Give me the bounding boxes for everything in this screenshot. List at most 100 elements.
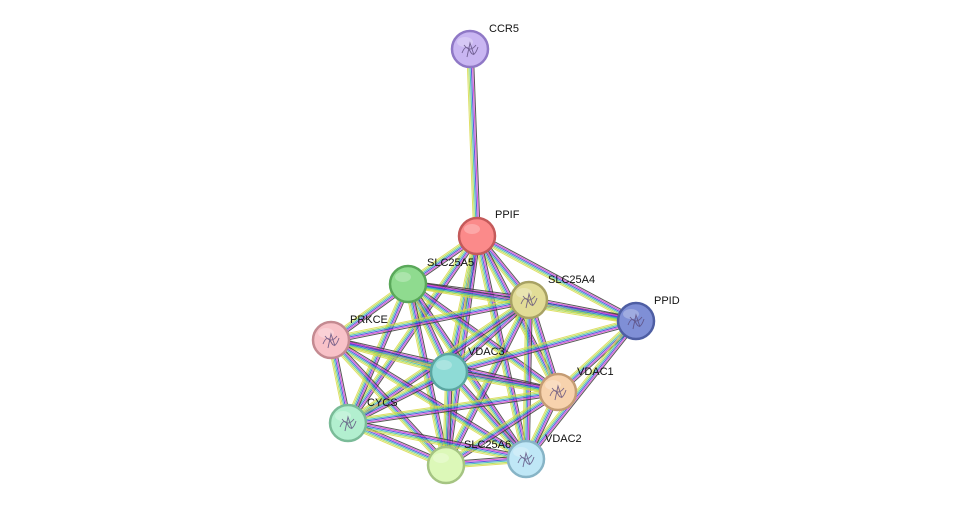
edge-evidence-line (466, 49, 475, 237)
edge-evidence-line (528, 322, 639, 462)
node-label: SLC25A5 (427, 257, 474, 269)
edge-evidence-line (477, 234, 637, 321)
edge-vdac3-vdac2[interactable] (446, 369, 529, 462)
node-highlight (457, 37, 473, 47)
edge-evidence-line (525, 320, 636, 459)
node-vdac3[interactable]: VDAC3 (429, 346, 505, 392)
edge-evidence-line (348, 394, 559, 427)
edge-evidence-line (450, 370, 528, 459)
node-slc25a4[interactable]: SLC25A4 (509, 274, 595, 320)
edge-evidence-line (524, 299, 529, 459)
edge-evidence-line (447, 300, 532, 467)
edge-evidence-line (347, 390, 558, 423)
edge-vdac1-slc25a6[interactable] (443, 388, 561, 469)
protein-structure-icon (627, 313, 645, 330)
edge-evidence-line (446, 236, 479, 466)
edge-evidence-line (348, 420, 527, 458)
edge-evidence-line (448, 372, 526, 460)
edge-evidence-line (444, 389, 558, 464)
edge-vdac1-cycs[interactable] (347, 388, 559, 427)
edge-evidence-line (447, 236, 480, 466)
edge-evidence-line (448, 317, 636, 370)
node-circle[interactable] (388, 264, 428, 304)
edge-ppid-vdac3[interactable] (448, 317, 637, 376)
node-label: PPID (654, 295, 680, 307)
edge-slc25a4-vdac2[interactable] (522, 299, 533, 460)
node-label: CCR5 (489, 23, 519, 35)
edge-evidence-line (475, 238, 635, 325)
node-prkce[interactable]: PRKCE (311, 314, 388, 360)
edge-evidence-line (477, 233, 638, 320)
edge-prkce-vdac2[interactable] (329, 336, 528, 463)
node-circle[interactable] (429, 352, 469, 392)
edge-evidence-line (527, 321, 638, 461)
edge-evidence-line (347, 388, 558, 421)
node-highlight (395, 272, 411, 282)
edge-evidence-line (446, 393, 560, 468)
node-slc25a6[interactable]: SLC25A6 (426, 439, 511, 485)
edge-ppif-ppid[interactable] (475, 232, 638, 325)
node-cycs[interactable]: CYCS (328, 397, 398, 443)
edge-evidence-line (347, 389, 558, 422)
edge-evidence-line (447, 372, 525, 461)
node-label: VDAC3 (468, 346, 505, 358)
edge-evidence-line (347, 425, 526, 463)
edge-evidence-line (408, 283, 559, 392)
edge-evidence-line (475, 237, 636, 324)
edge-evidence-line (330, 296, 529, 338)
edge-ccr5-ppif[interactable] (466, 48, 481, 237)
edge-evidence-line (472, 48, 481, 236)
node-highlight (623, 309, 639, 319)
edge-evidence-line (348, 393, 559, 426)
edge-evidence-line (449, 321, 637, 374)
edge-evidence-line (348, 392, 559, 425)
edge-evidence-line (446, 392, 559, 466)
edge-evidence-line (347, 235, 477, 423)
edge-evidence-line (330, 340, 526, 460)
node-highlight (335, 411, 351, 421)
node-ppif[interactable]: PPIF (457, 209, 520, 256)
node-circle[interactable] (426, 445, 466, 485)
edge-evidence-line (330, 298, 529, 340)
edge-evidence-line (468, 49, 477, 237)
edge-slc25a4-prkce[interactable] (330, 296, 530, 344)
edge-evidence-line (347, 424, 526, 462)
edge-evidence-line (408, 283, 448, 465)
node-label: VDAC1 (577, 366, 614, 378)
edge-evidence-line (445, 391, 558, 465)
edge-evidence-line (527, 300, 532, 460)
edge-evidence-line (451, 369, 529, 458)
edge-evidence-line (329, 342, 525, 463)
protein-structure-icon (517, 451, 535, 468)
edge-evidence-line (449, 323, 637, 376)
edge-evidence-line (409, 283, 449, 465)
edge-evidence-line (524, 319, 635, 459)
node-circle[interactable] (457, 216, 497, 256)
node-highlight (545, 380, 561, 390)
edge-evidence-line (526, 321, 637, 460)
node-label: PPIF (495, 209, 520, 221)
node-highlight (516, 288, 532, 298)
node-vdac1[interactable]: VDAC1 (538, 366, 614, 412)
edge-evidence-line (526, 300, 531, 460)
edge-evidence-line (449, 371, 527, 459)
edge-evidence-line (448, 319, 636, 372)
node-ccr5[interactable]: CCR5 (450, 23, 519, 69)
node-slc25a5[interactable]: SLC25A5 (388, 257, 474, 304)
node-label: CYCS (367, 397, 398, 409)
edge-evidence-line (329, 341, 526, 462)
edge-cycs-vdac2[interactable] (347, 419, 527, 463)
node-label: PRKCE (350, 314, 388, 326)
protein-structure-icon (322, 332, 340, 349)
node-ppid[interactable]: PPID (616, 295, 680, 341)
edge-evidence-line (523, 299, 528, 459)
node-highlight (436, 360, 452, 370)
edge-evidence-line (331, 301, 530, 343)
edge-evidence-line (350, 237, 481, 426)
edge-evidence-line (442, 298, 527, 464)
node-vdac2[interactable]: VDAC2 (506, 433, 582, 479)
protein-structure-icon (461, 41, 479, 58)
edge-evidence-line (348, 421, 527, 459)
